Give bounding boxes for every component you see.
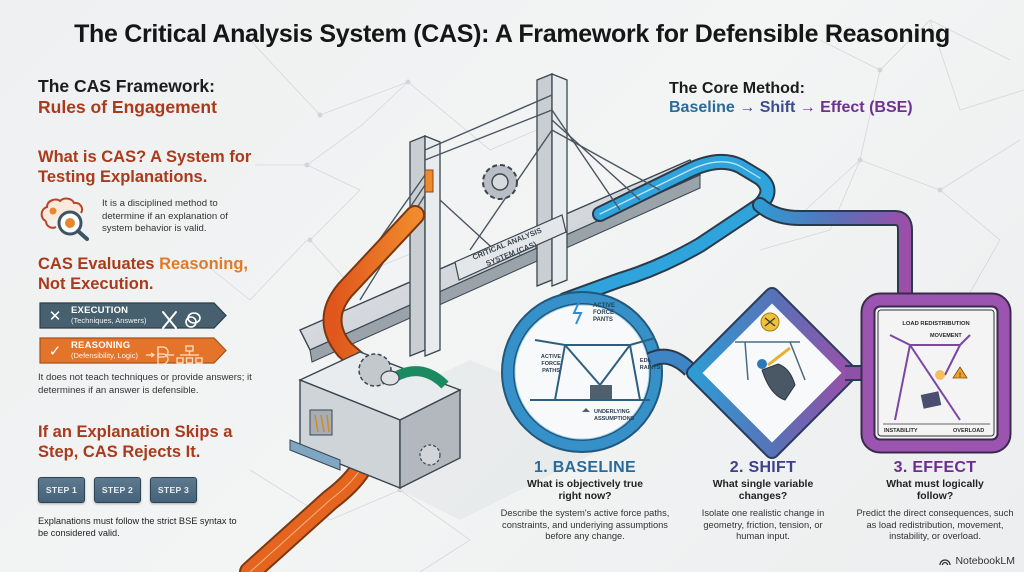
hierarchy-icon	[176, 345, 203, 364]
svg-text:FORCE: FORCE	[541, 361, 561, 367]
execution-subtitle: (Techniques, Answers)	[71, 316, 147, 325]
core-method-section: The Core Method: Baseline → Shift → Effe…	[669, 79, 913, 118]
svg-text:PANTS: PANTS	[593, 317, 613, 323]
step-2-button[interactable]: STEP 2	[94, 477, 141, 503]
phase-effect: 3. EFFECT What must logically follow? Pr…	[843, 458, 1024, 543]
rope-icon	[185, 312, 201, 328]
svg-text:MOVEMENT: MOVEMENT	[930, 333, 962, 339]
arrow-right-icon: →	[739, 99, 756, 116]
what-is-cas-section: What is CAS? A System for Testing Explan…	[38, 147, 278, 241]
evaluates-heading-part1: CAS Evaluates	[38, 255, 160, 273]
bridge-tower-right	[536, 73, 568, 287]
effect-frame: ! LOAD REDISTRIBUTION MOVEMENT INSTABILI…	[860, 292, 1012, 454]
phase-baseline-title: 1. BASELINE	[534, 459, 636, 476]
gear-machine-block	[289, 351, 462, 490]
svg-text:FORCE: FORCE	[593, 310, 614, 316]
svg-text:PATHS: PATHS	[542, 368, 560, 374]
svg-text:!: !	[959, 373, 961, 379]
framework-heading: The CAS Framework: Rules of Engagement	[38, 76, 278, 118]
svg-text:ACTIVE: ACTIVE	[541, 354, 562, 360]
phase-effect-question: What must logically follow?	[886, 479, 984, 502]
shift-label: Shift	[759, 99, 796, 116]
step-3-button[interactable]: STEP 3	[150, 477, 197, 503]
evaluates-heading-highlight: Reasoning,	[159, 255, 248, 273]
execution-banner: ✕ EXECUTION (Techniques, Answers)	[38, 302, 227, 329]
phase-baseline-question: What is objectively true right now?	[526, 479, 644, 502]
svg-text:OVERLOAD: OVERLOAD	[953, 428, 984, 434]
gear-icon	[482, 164, 518, 200]
bridge-tower-left	[409, 135, 441, 357]
step-1-button[interactable]: STEP 1	[38, 477, 85, 503]
x-mark-icon: ✕	[48, 307, 62, 325]
phase-effect-title: 3. EFFECT	[893, 459, 977, 476]
phase-shift: 2. SHIFT What single variable changes? I…	[683, 458, 843, 543]
framework-heading-line2: Rules of Engagement	[38, 97, 217, 117]
phase-shift-title: 2. SHIFT	[729, 459, 797, 476]
reasoning-banner: ✓ REASONING (Defensibility, Logic)	[38, 337, 227, 365]
skip-step-heading: If an Explanation Skips a Step, CAS Reje…	[38, 423, 233, 461]
reasoning-subtitle: (Defensibility, Logic)	[71, 351, 138, 360]
logic-gate-icon	[146, 346, 174, 365]
shift-diamond	[686, 287, 858, 459]
skip-step-section: If an Explanation Skips a Step, CAS Reje…	[38, 422, 288, 539]
svg-text:UNDERLYING: UNDERLYING	[594, 409, 630, 415]
brand-watermark: NotebookLM	[939, 555, 1015, 567]
phase-effect-description: Predict the direct consequences, such as…	[856, 508, 1014, 542]
skip-step-note: Explanations must follow the strict BSE …	[38, 516, 237, 538]
arrow-right-icon: →	[799, 99, 816, 116]
bse-pipe	[557, 153, 913, 308]
svg-text:ACTIVE: ACTIVE	[593, 303, 615, 309]
evaluates-note: It does not teach techniques or provide …	[38, 372, 252, 396]
phase-shift-description: Isolate one realistic change in geometry…	[701, 508, 825, 542]
effect-label: Effect (BSE)	[820, 99, 913, 116]
evaluates-heading: CAS Evaluates Reasoning, Not Execution.	[38, 254, 288, 294]
svg-text:INSTABILITY: INSTABILITY	[884, 428, 918, 434]
core-method-title: The Core Method:	[669, 80, 805, 97]
execution-title: EXECUTION	[71, 305, 129, 316]
brand-name: NotebookLM	[955, 555, 1015, 567]
core-method-formula: Baseline → Shift → Effect (BSE)	[669, 98, 913, 118]
framework-heading-line1: The CAS Framework:	[38, 76, 215, 96]
svg-text:LOAD REDISTRIBUTION: LOAD REDISTRIBUTION	[902, 321, 969, 327]
evaluates-section: CAS Evaluates Reasoning, Not Execution. …	[38, 254, 288, 397]
phase-baseline: 1. BASELINE What is objectively true rig…	[490, 458, 680, 543]
phase-baseline-description: Describe the system's active force paths…	[500, 508, 670, 542]
baseline-label: Baseline	[669, 99, 735, 116]
page-title: The Critical Analysis System (CAS): A Fr…	[74, 20, 950, 48]
checkmark-icon: ✓	[48, 342, 62, 360]
svg-text:ASSUMPTIONS: ASSUMPTIONS	[594, 416, 635, 422]
svg-text:RAINTS: RAINTS	[640, 365, 661, 371]
brain-magnifier-icon	[40, 197, 89, 241]
baseline-circle: ACTIVE FORCE PANTS ACTIVE FORCE PATHS ED…	[501, 291, 663, 453]
evaluates-heading-line2: Not Execution.	[38, 275, 154, 293]
reasoning-title: REASONING	[71, 340, 131, 351]
notebooklm-logo-icon	[939, 559, 952, 566]
tools-icon	[162, 311, 177, 329]
phase-shift-question: What single variable changes?	[712, 479, 814, 502]
steps-row: STEP 1 STEP 2 STEP 3	[38, 477, 288, 503]
svg-text:EDNET-: EDNET-	[640, 358, 660, 364]
what-is-cas-text: It is a disciplined method to determine …	[102, 198, 228, 234]
what-is-cas-heading: What is CAS? A System for Testing Explan…	[38, 148, 252, 186]
